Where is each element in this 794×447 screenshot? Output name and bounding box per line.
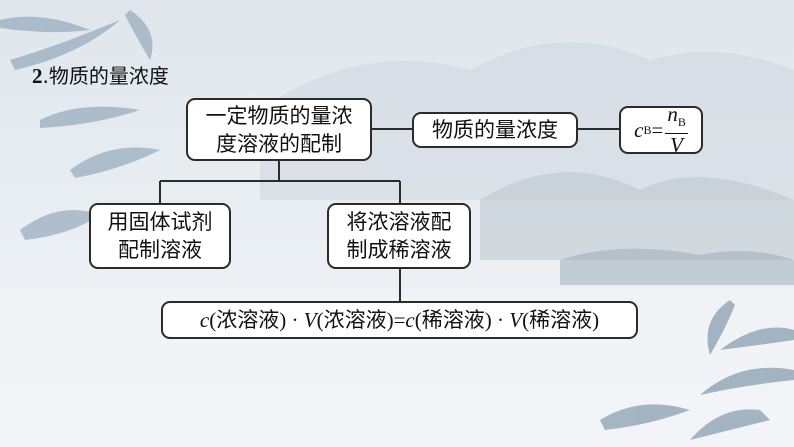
dil-eq: = [393,308,406,332]
dil-p3: (稀溶液) [414,308,492,332]
node-dilute-line2: 制成稀溶液 [346,238,452,262]
dil-c2: c [405,308,415,332]
node-solution-preparation: 一定物质的量浓 度溶液的配制 [186,98,372,161]
node-dilute-line1: 将浓溶液配 [346,210,452,234]
formula-numerator: nB [665,102,688,134]
dil-dot1: · [291,308,299,332]
formula-equals: = [651,118,664,142]
section-title: 2.物质的量浓度 [32,60,169,89]
dil-p2: (浓溶液) [316,308,394,332]
dil-dot2: · [497,308,504,332]
section-title-text: .物质的量浓度 [42,64,169,88]
node-main-line2: 度溶液的配制 [216,131,342,156]
node-concentration-concept: 物质的量浓度 [412,112,578,148]
dil-v1: V [303,308,317,332]
node-solid-line1: 用固体试剂 [107,210,213,234]
node-concept-label: 物质的量浓度 [432,118,558,142]
dil-p1: (浓溶液) [209,308,287,332]
node-dilution: 将浓溶液配 制成稀溶液 [327,203,471,269]
dil-p4: (稀溶液) [522,308,600,332]
formula-denominator: V [670,134,683,156]
formula-c-sub: B [643,123,652,137]
section-number: 2 [32,64,43,88]
dil-v2: V [509,308,523,332]
dil-c1: c [199,308,210,332]
formula-c: c [634,118,644,142]
node-dilution-formula: c(浓溶液) · V(浓溶液)=c(稀溶液) · V(稀溶液) [161,301,638,339]
node-solid-reagent: 用固体试剂 配制溶液 [89,203,231,269]
formula-v: V [670,132,683,157]
formula-n-sub: B [677,115,686,130]
formula-n: n [667,102,678,127]
node-main-line1: 一定物质的量浓 [205,103,353,128]
formula-fraction: nB V [665,102,688,156]
node-solid-line2: 配制溶液 [118,238,202,262]
